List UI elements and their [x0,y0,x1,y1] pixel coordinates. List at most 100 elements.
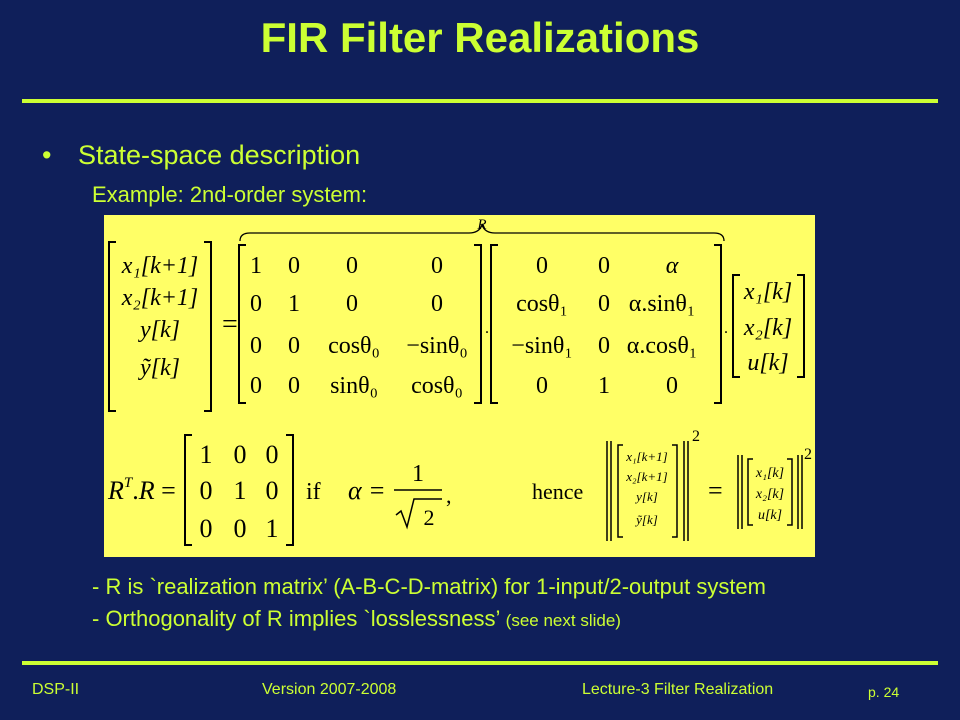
comma: , [446,483,452,508]
see-next-slide: (see next slide) [505,611,621,630]
state-entry: x₂[k] [743,315,792,341]
norm-left-exponent: 2 [692,428,700,445]
if-word: if [306,479,321,505]
identity-cell: 0 [234,440,247,469]
norm-right-inner-bracket [747,458,753,526]
norm-left-bar [683,441,689,541]
abcd-cell: α.sinθ₁ [629,291,695,317]
state-bracket-left [732,274,740,378]
note-orthogonality: - Orthogonality of R implies `losslessne… [92,606,621,632]
slide-title: FIR Filter Realizations [260,14,700,61]
norm-right-exponent: 2 [804,446,812,463]
norm-right-inner-bracket [787,458,793,526]
identity-cell: 0 [234,514,247,543]
norm-left-entry: x₁[k+1] [625,449,667,464]
abcd-cell: 0 [536,373,548,399]
state-entry: x₁[k] [743,279,792,305]
norm-left-entry: ỹ[k] [634,512,658,527]
example-label: Example: 2nd-order system: [92,182,368,207]
norm-left-inner-bracket [672,444,678,538]
identity-bracket-left [184,434,192,546]
identity-cell: 0 [266,476,279,505]
identity-bracket-right [286,434,294,546]
hence-word: hence [532,479,583,504]
lhs-bracket-left [108,241,116,412]
rot-cell: −sinθ₀ [406,333,467,359]
norm-left-entry: x₂[k+1] [625,469,667,484]
rtr-label: RT.R = [107,475,176,505]
rot-cell: 0 [346,291,358,317]
abcd-cell: cosθ₁ [516,291,568,317]
rot-cell: cosθ₀ [411,373,463,399]
abcd-cell: α.cosθ₁ [627,333,697,359]
abcd-cell: 0 [598,333,610,359]
rot-cell: 1 [288,291,300,317]
abcd-cell: 0 [536,253,548,279]
abcd-cell: 1 [598,373,610,399]
norm-left-entry: y[k] [634,489,658,504]
state-bracket-right [797,274,805,378]
rot-cell: 0 [346,253,358,279]
equation-svg: R x₁[k+1] x₂[k+1] y[k] ỹ[k] = 1 0 0 0 0 … [107,217,812,546]
abcd-cell: α [666,253,679,279]
norm-equals: = [708,476,723,505]
rot-cell: 0 [288,253,300,279]
rot-bracket-left [238,244,246,404]
norm-right-entry: x₁[k] [755,466,784,481]
bullet-dot-icon: • [42,140,52,170]
rot-cell: sinθ₀ [330,373,378,399]
norm-right-bar [737,455,743,529]
note-realization-matrix: - R is `realization matrix’ (A-B-C-D-mat… [92,574,766,599]
norm-right-entry: x₂[k] [755,487,784,502]
abcd-cell: 0 [598,253,610,279]
rot-cell: 0 [250,333,262,359]
norm-right-entry: u[k] [758,508,782,523]
abcd-bracket-left [490,244,498,404]
abcd-cell: −sinθ₁ [511,333,572,359]
rot-cell: 0 [288,373,300,399]
abcd-bracket-right [714,244,722,404]
norm-right-bar [797,455,803,529]
identity-cell: 1 [266,514,279,543]
rot-cell: 0 [288,333,300,359]
abcd-cell: 0 [598,291,610,317]
fraction-denominator: 2 [424,505,435,530]
sqrt-sign-icon [395,498,442,530]
bullet-state-space: • State-space description [42,140,360,171]
rot-cell: 0 [250,373,262,399]
equals-sign: = [222,309,238,340]
lhs-entry: ỹ[k] [138,355,180,381]
identity-cell: 1 [200,440,213,469]
rot-cell: 1 [250,253,262,279]
equation-box: R x₁[k+1] x₂[k+1] y[k] ỹ[k] = 1 0 0 0 0 … [104,215,815,557]
identity-cell: 0 [266,440,279,469]
footer-version: Version 2007-2008 [262,681,397,698]
rot-bracket-right [474,244,482,404]
rot-cell: 0 [250,291,262,317]
state-entry: u[k] [747,350,788,376]
identity-cell: 0 [200,476,213,505]
rot-cell: 0 [431,291,443,317]
rot-cell: cosθ₀ [328,333,380,359]
note-orthogonality-main: - Orthogonality of R implies `losslessne… [92,606,506,631]
norm-left-bar [606,441,612,541]
abcd-cell: 0 [666,373,678,399]
footer-rule [22,661,938,665]
page-number: p. 24 [868,684,900,700]
lhs-entry: y[k] [138,317,180,343]
brace-label: R [476,217,486,233]
identity-cell: 0 [200,514,213,543]
norm-left-inner-bracket [617,444,623,538]
identity-cell: 1 [234,476,247,505]
alpha-eq: α = [348,476,386,505]
lhs-entry: x₂[k+1] [121,285,199,311]
footer-lecture: Lecture-3 Filter Realization [582,681,774,698]
lhs-entry: x₁[k+1] [121,253,199,279]
product-dot: . [724,320,728,337]
lhs-bracket-right [204,241,212,412]
rot-cell: 0 [431,253,443,279]
overbrace [239,223,725,242]
product-dot: . [485,320,489,337]
footer-course: DSP-II [32,681,80,698]
bullet-text: State-space description [78,140,361,170]
